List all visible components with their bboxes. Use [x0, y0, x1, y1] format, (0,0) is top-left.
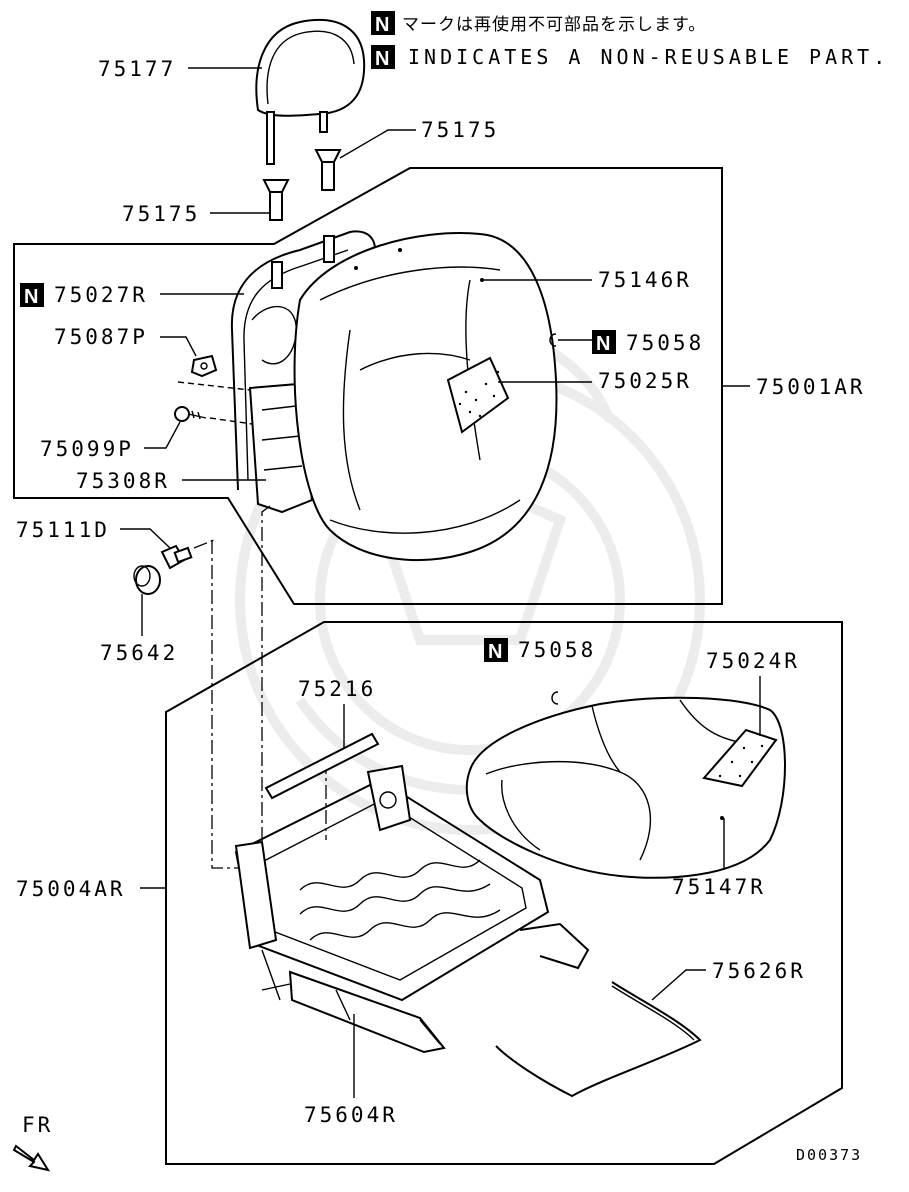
label-75175-lower: 75175: [122, 202, 200, 226]
note-japanese-text: マークは再使用不可部品を示します。: [402, 14, 706, 35]
non-reusable-badge: [20, 283, 44, 307]
non-reusable-badge: [371, 45, 395, 69]
label-75024R: 75024R: [706, 649, 800, 673]
label-75604R: 75604R: [304, 1103, 398, 1127]
rod-75216: [264, 732, 380, 800]
label-75308R: 75308R: [76, 469, 170, 493]
label-75216: 75216: [298, 677, 376, 701]
seat-cushion-heater: [702, 728, 778, 788]
label-75626R: 75626R: [712, 959, 806, 983]
label-75175-upper: 75175: [421, 118, 499, 142]
seat-back-group-frame: [13, 167, 723, 605]
label-75099P: 75099P: [40, 437, 134, 461]
non-reusable-badge: [592, 330, 616, 354]
label-75177: 75177: [98, 57, 176, 81]
badge-letter: N: [375, 14, 389, 36]
label-75111D: 75111D: [16, 518, 110, 542]
headrest-guide-lower: [262, 179, 290, 221]
front-direction-arrow-icon: [12, 1144, 51, 1172]
label-75058-back: 75058: [626, 331, 704, 355]
seat-cushion-frame: [234, 764, 590, 1054]
fr-label: FR: [22, 1113, 53, 1137]
label-75087P: 75087P: [54, 325, 148, 349]
label-75001AR: 75001AR: [756, 375, 866, 399]
screw-75099P: [174, 406, 207, 422]
badge-letter: N: [488, 641, 502, 663]
non-reusable-badge: [484, 638, 508, 662]
label-75027R: 75027R: [54, 283, 148, 307]
seat-back-heater: [446, 356, 510, 434]
badge-letter: N: [24, 286, 38, 308]
label-75004AR: 75004AR: [16, 877, 126, 901]
hog-ring-back: [549, 333, 557, 347]
alignment-line-left: [211, 540, 238, 869]
non-reusable-badge: [371, 11, 395, 35]
hog-ring-cushion: [551, 691, 559, 705]
label-75642: 75642: [100, 641, 178, 665]
label-75025R: 75025R: [598, 369, 692, 393]
badge-letter: N: [596, 333, 610, 355]
cap-75642: [133, 565, 161, 595]
badge-letter: N: [375, 48, 389, 70]
note-japanese: N マークは再使用不可部品を示します。: [371, 11, 706, 36]
diagram-reference-code: D00373: [796, 1146, 862, 1164]
seat-back-cover: [293, 232, 558, 562]
label-75147R: 75147R: [672, 875, 766, 899]
nut-75087P: [190, 354, 218, 378]
label-75146R: 75146R: [598, 268, 692, 292]
seat-cushion-group-frame: [165, 621, 843, 1165]
headrest: [255, 19, 366, 165]
label-75058-cushion: 75058: [518, 638, 596, 662]
note-english-text: INDICATES A NON-REUSABLE PART.: [408, 45, 889, 69]
wire-75626R: [495, 981, 702, 1098]
seat-cushion-cover: [465, 696, 786, 879]
note-english: N INDICATES A NON-REUSABLE PART.: [371, 45, 889, 70]
bolt-75111D: [160, 544, 193, 570]
headrest-guide-upper: [314, 149, 342, 191]
